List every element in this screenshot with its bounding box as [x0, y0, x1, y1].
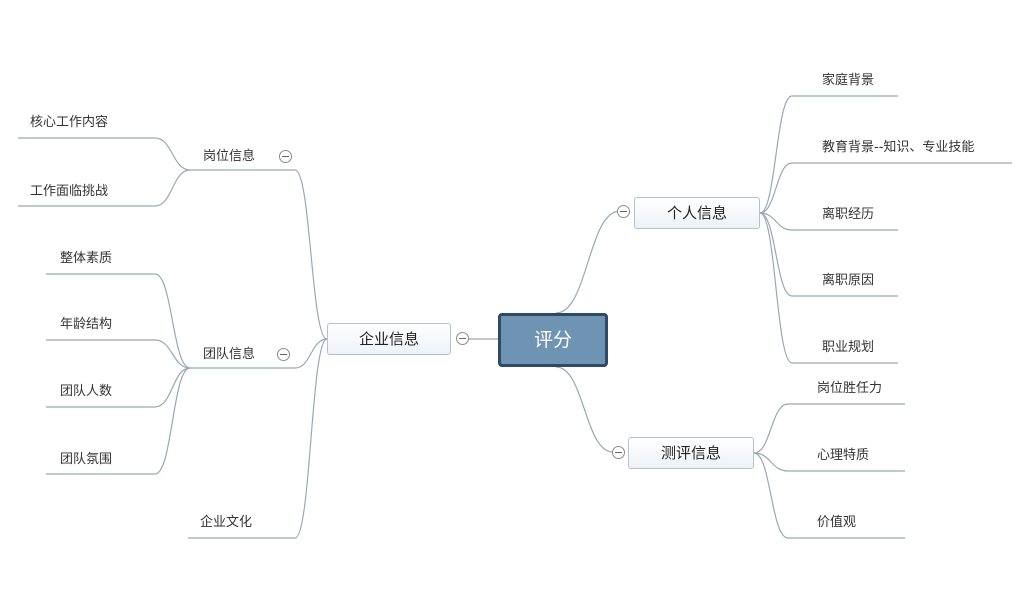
- connector-enterprise-team: [294, 338, 328, 369]
- connector-personal-leaf: [759, 212, 793, 364]
- leaf-core-work-content[interactable]: 核心工作内容: [30, 115, 109, 130]
- connector-enterprise-position: [294, 169, 328, 340]
- branch-personal-info[interactable]: 个人信息: [634, 197, 760, 229]
- connector-root-assessment: [555, 366, 614, 453]
- leaf-job-competency[interactable]: 岗位胜任力: [817, 381, 883, 396]
- leaf-team-atmosphere[interactable]: 团队氛围: [60, 452, 113, 467]
- branch-enterprise-culture[interactable]: 企业文化: [200, 515, 253, 530]
- leaf-age-structure[interactable]: 年龄结构: [60, 317, 113, 332]
- collapse-minus-icon[interactable]: [612, 446, 625, 459]
- leaf-career-planning[interactable]: 职业规划: [822, 340, 875, 355]
- collapse-minus-icon[interactable]: [279, 150, 292, 163]
- collapse-minus-icon[interactable]: [456, 332, 469, 345]
- connector-root-personal: [555, 210, 621, 314]
- leaf-job-history[interactable]: 离职经历: [822, 207, 875, 222]
- connector-personal-leaf: [759, 212, 793, 231]
- collapse-minus-icon[interactable]: [617, 205, 630, 218]
- leaf-values[interactable]: 价值观: [817, 515, 857, 530]
- leaf-overall-quality[interactable]: 整体素质: [60, 251, 113, 266]
- connector-assessment-leaf: [753, 452, 789, 539]
- branch-team-info[interactable]: 团队信息: [203, 347, 256, 362]
- leaf-team-size[interactable]: 团队人数: [60, 384, 113, 399]
- connector-assessment-leaf: [753, 403, 789, 454]
- branch-assessment-info[interactable]: 测评信息: [628, 437, 754, 469]
- connector-team-leaf: [154, 339, 191, 369]
- connector-team-leaf: [154, 367, 191, 475]
- connector-assessment-leaf: [753, 452, 789, 472]
- connector-team-leaf: [154, 273, 191, 369]
- connector-enterprise-culture: [294, 338, 328, 539]
- connector-position-leaf: [154, 169, 191, 207]
- branch-enterprise-info[interactable]: 企业信息: [327, 323, 451, 355]
- leaf-psychological-traits[interactable]: 心理特质: [817, 448, 870, 463]
- root-node[interactable]: 评分: [498, 313, 608, 367]
- collapse-minus-icon[interactable]: [277, 348, 290, 361]
- connector-personal-leaf: [759, 212, 793, 297]
- leaf-leaving-reasons[interactable]: 离职原因: [822, 273, 875, 288]
- leaf-education-background[interactable]: 教育背景--知识、专业技能: [822, 140, 975, 155]
- connector-personal-leaf: [759, 95, 793, 214]
- leaf-work-challenges[interactable]: 工作面临挑战: [30, 184, 109, 199]
- connector-team-leaf: [154, 367, 191, 408]
- branch-position-info[interactable]: 岗位信息: [203, 149, 256, 164]
- leaf-family-background[interactable]: 家庭背景: [822, 73, 875, 88]
- connector-personal-leaf: [759, 162, 793, 214]
- connector-position-leaf: [154, 137, 191, 171]
